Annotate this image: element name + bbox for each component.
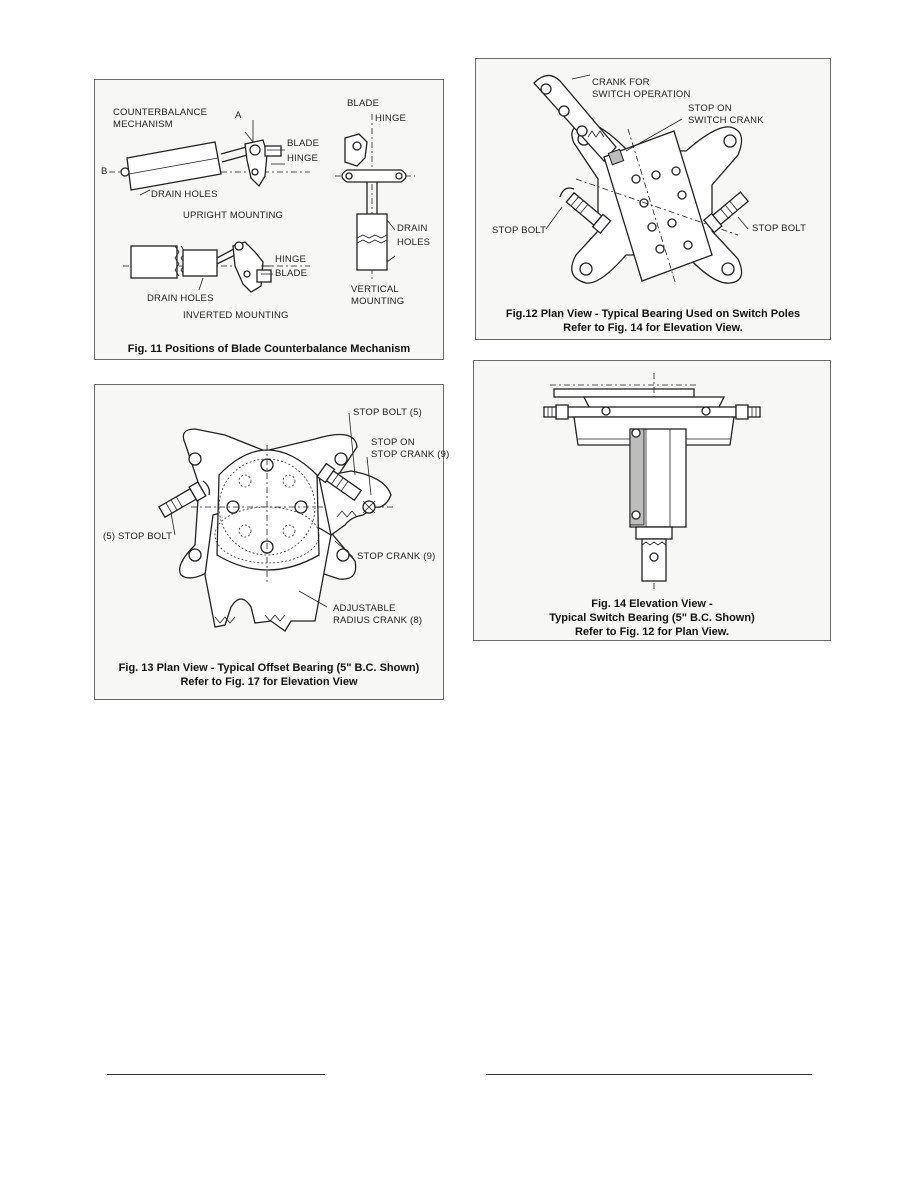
label-b: B [101, 166, 108, 177]
vertical-mounting-drawing [335, 114, 415, 280]
fig12-caption-line1: Fig.12 Plan View - Typical Bearing Used … [505, 308, 801, 320]
label-mechanism: MECHANISM [113, 119, 173, 130]
label-v-hinge: HINGE [375, 113, 407, 124]
label-stop-bolt-left: STOP BOLT [492, 225, 547, 236]
signature-line-right [486, 1074, 812, 1075]
inverted-mounting-drawing [123, 241, 310, 293]
label-radius-crank: RADIUS CRANK (8) [333, 615, 423, 626]
label-vertical: VERTICAL [351, 284, 399, 295]
label-stop-crank-9: STOP CRANK (9) [357, 551, 436, 562]
fig14-panel: Fig. 14 Elevation View - Typical Switch … [473, 360, 831, 641]
fig13-panel: STOP BOLT (5) STOP ON STOP CRANK (9) (5)… [94, 384, 449, 700]
label-upright-mounting: UPRIGHT MOUNTING [183, 210, 284, 221]
upright-mounting-drawing [109, 120, 310, 196]
fig14-drawing [543, 373, 761, 591]
label-inv-blade: BLADE [275, 268, 308, 279]
label-switch-crank: SWITCH CRANK [688, 115, 764, 126]
fig12-drawing [533, 74, 750, 286]
label-stop-crank-9-top: STOP CRANK (9) [371, 449, 450, 460]
label-v-holes: HOLES [397, 237, 431, 248]
label-hinge: HINGE [287, 153, 319, 164]
label-v-drain: DRAIN [397, 223, 428, 234]
fig14-caption-line3: Refer to Fig. 12 for Plan View. [574, 626, 730, 638]
fig11-caption: Fig. 11 Positions of Blade Counterbalanc… [127, 343, 411, 355]
label-inv-drain-holes: DRAIN HOLES [147, 293, 214, 304]
fig12-panel: CRANK FOR SWITCH OPERATION STOP ON SWITC… [475, 58, 831, 340]
label-v-blade: BLADE [347, 98, 380, 109]
fig13-caption-line1: Fig. 13 Plan View - Typical Offset Beari… [118, 662, 420, 674]
label-switch-operation: SWITCH OPERATION [592, 89, 691, 100]
fig13-drawing [158, 412, 395, 632]
fig13-caption-line2: Refer to Fig. 17 for Elevation View [180, 676, 358, 688]
fig14-caption-line1: Fig. 14 Elevation View - [591, 598, 713, 610]
label-stop-on: STOP ON [371, 437, 415, 448]
label-inverted-mounting: INVERTED MOUNTING [183, 310, 289, 321]
label-crank-for: CRANK FOR [592, 77, 650, 88]
label-inv-hinge: HINGE [275, 254, 307, 265]
label-drain-holes: DRAIN HOLES [151, 189, 218, 200]
label-mounting: MOUNTING [351, 296, 405, 307]
label-counterbalance: COUNTERBALANCE [113, 107, 208, 118]
label-stop-on: STOP ON [688, 103, 732, 114]
label-stop-bolt-right: STOP BOLT [752, 223, 807, 234]
fig11-panel: COUNTERBALANCE MECHANISM A B BLADE HINGE… [94, 79, 444, 360]
label-blade: BLADE [287, 138, 320, 149]
fig14-caption-line2: Typical Switch Bearing (5" B.C. Shown) [549, 612, 755, 624]
label-a: A [235, 110, 242, 121]
fig12-caption-line2: Refer to Fig. 14 for Elevation View. [563, 322, 743, 334]
label-adjustable: ADJUSTABLE [333, 603, 396, 614]
label-stop-bolt-5: STOP BOLT (5) [353, 407, 422, 418]
signature-line-left [107, 1074, 325, 1075]
label-stop-bolt-left: (5) STOP BOLT [103, 531, 173, 542]
fig11-drawing [109, 114, 415, 293]
